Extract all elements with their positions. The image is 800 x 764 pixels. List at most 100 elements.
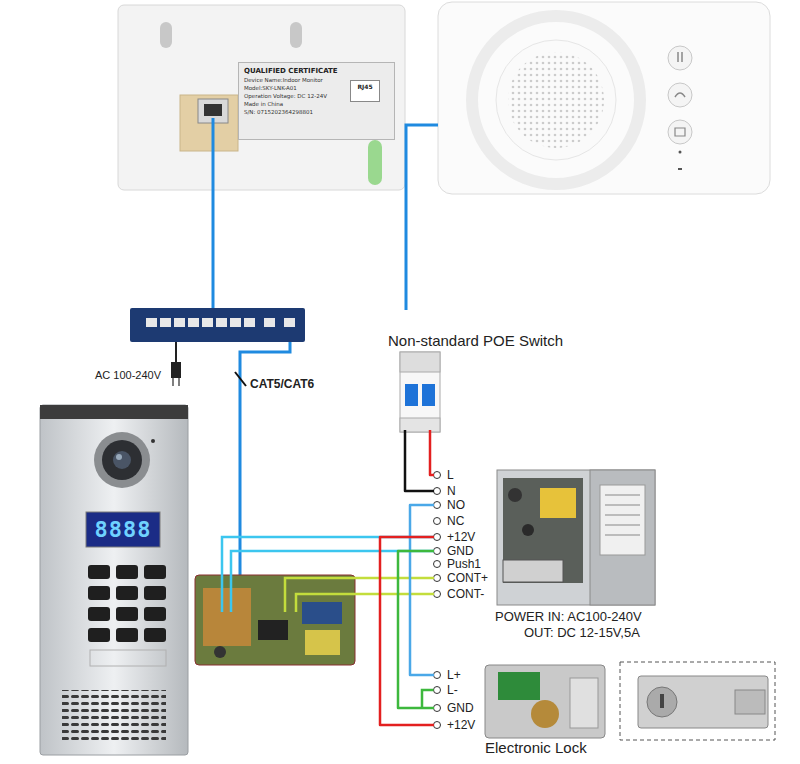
cable-label: CAT5/CAT6 xyxy=(250,377,314,391)
sticker-line: Model:SKY-LNK-A01 xyxy=(244,84,345,92)
monitor-back xyxy=(118,5,405,190)
terminal xyxy=(434,705,441,712)
key xyxy=(144,607,166,621)
terminal-label: CONT- xyxy=(447,587,484,601)
plug xyxy=(171,362,181,378)
speaker-grille xyxy=(62,690,166,740)
terminal xyxy=(434,575,441,582)
wire xyxy=(405,440,434,491)
terminal-label: L xyxy=(447,468,454,482)
port xyxy=(160,318,171,327)
button xyxy=(668,46,692,70)
key xyxy=(88,565,110,579)
terminal-label: NO xyxy=(447,498,465,512)
psu-board xyxy=(503,478,583,583)
power-supply xyxy=(497,470,655,605)
button-icon xyxy=(675,93,685,97)
cable-tick xyxy=(235,372,246,386)
terminal-strip xyxy=(503,560,563,582)
speaker-rim xyxy=(496,40,616,160)
sticker-line: Made in China xyxy=(244,100,345,108)
terminal-label: Push1 xyxy=(447,557,481,571)
breaker-cap xyxy=(400,352,440,372)
wire xyxy=(430,440,434,475)
port xyxy=(230,318,241,327)
mount-hole xyxy=(160,22,172,48)
jumper-wire xyxy=(422,690,434,708)
lock-gear xyxy=(531,700,559,728)
vent xyxy=(368,140,382,185)
rj45-socket xyxy=(204,104,222,116)
terminal xyxy=(434,672,441,679)
wire xyxy=(285,578,362,612)
key xyxy=(88,607,110,621)
breaker-unit: Non-standard POE Switch xyxy=(385,330,590,440)
wire-stub xyxy=(404,430,407,440)
camera-ring xyxy=(94,432,150,488)
network-cable xyxy=(212,118,215,310)
poe-switch xyxy=(130,308,305,342)
breaker-handle xyxy=(405,384,418,406)
wire xyxy=(410,505,434,675)
terminal-label: CONT+ xyxy=(447,571,488,585)
breaker-terminals xyxy=(400,418,440,432)
psu-sticker xyxy=(600,485,645,555)
breaker xyxy=(400,352,440,432)
sticker-title: QUALIFIED CERTIFICATE xyxy=(244,66,389,76)
breaker-handle xyxy=(422,384,435,406)
key xyxy=(88,628,110,642)
relay xyxy=(302,602,342,624)
speaker-grille xyxy=(508,52,604,148)
port xyxy=(284,318,295,327)
terminal xyxy=(434,687,441,694)
capacitor xyxy=(214,646,226,658)
lens xyxy=(113,451,131,469)
wire xyxy=(296,594,362,612)
power-spec: POWER IN: AC100-240V xyxy=(495,609,642,625)
terminal-label: +12V xyxy=(447,718,475,732)
terminal-label: L+ xyxy=(447,668,461,682)
button-icon xyxy=(675,128,685,136)
lens-glint xyxy=(116,454,122,460)
port xyxy=(244,318,255,327)
device-caption: Non-standard POE Switch xyxy=(388,332,563,350)
sticker-line: Device Name:Indoor Monitor xyxy=(244,76,345,84)
rj45-panel xyxy=(180,95,238,151)
lock-unit: Electronic Lock xyxy=(434,662,775,760)
port xyxy=(216,318,227,327)
button xyxy=(668,120,692,144)
sticker-line: Operation Voltage: DC 12-24V xyxy=(244,92,345,100)
terminal xyxy=(434,534,441,541)
port xyxy=(188,318,199,327)
monitor-front xyxy=(438,2,770,194)
port xyxy=(264,318,275,327)
terminal-label: GND xyxy=(447,544,474,558)
plug-pins xyxy=(173,378,179,386)
terminal xyxy=(434,561,441,568)
power-label: AC 100-240V xyxy=(95,369,161,382)
power-cord xyxy=(175,342,177,362)
component xyxy=(305,630,340,655)
terminal-label: NC xyxy=(447,514,464,528)
terminal xyxy=(434,488,441,495)
led xyxy=(679,151,682,154)
terminal-label: +12V xyxy=(447,530,475,544)
key xyxy=(116,628,138,642)
port xyxy=(202,318,213,327)
mic xyxy=(678,168,682,170)
capacitor xyxy=(522,524,534,536)
lock-cylinder xyxy=(647,687,677,717)
card-area xyxy=(90,650,166,666)
lock-latch xyxy=(735,690,765,714)
terminal xyxy=(434,518,441,525)
key xyxy=(88,586,110,600)
sticker-line: S/N: 0715202364298801 xyxy=(244,108,345,116)
door-station xyxy=(40,405,188,755)
lock-open xyxy=(485,665,605,738)
display-digits: 8888 xyxy=(86,512,160,547)
button xyxy=(668,83,692,107)
port xyxy=(174,318,185,327)
